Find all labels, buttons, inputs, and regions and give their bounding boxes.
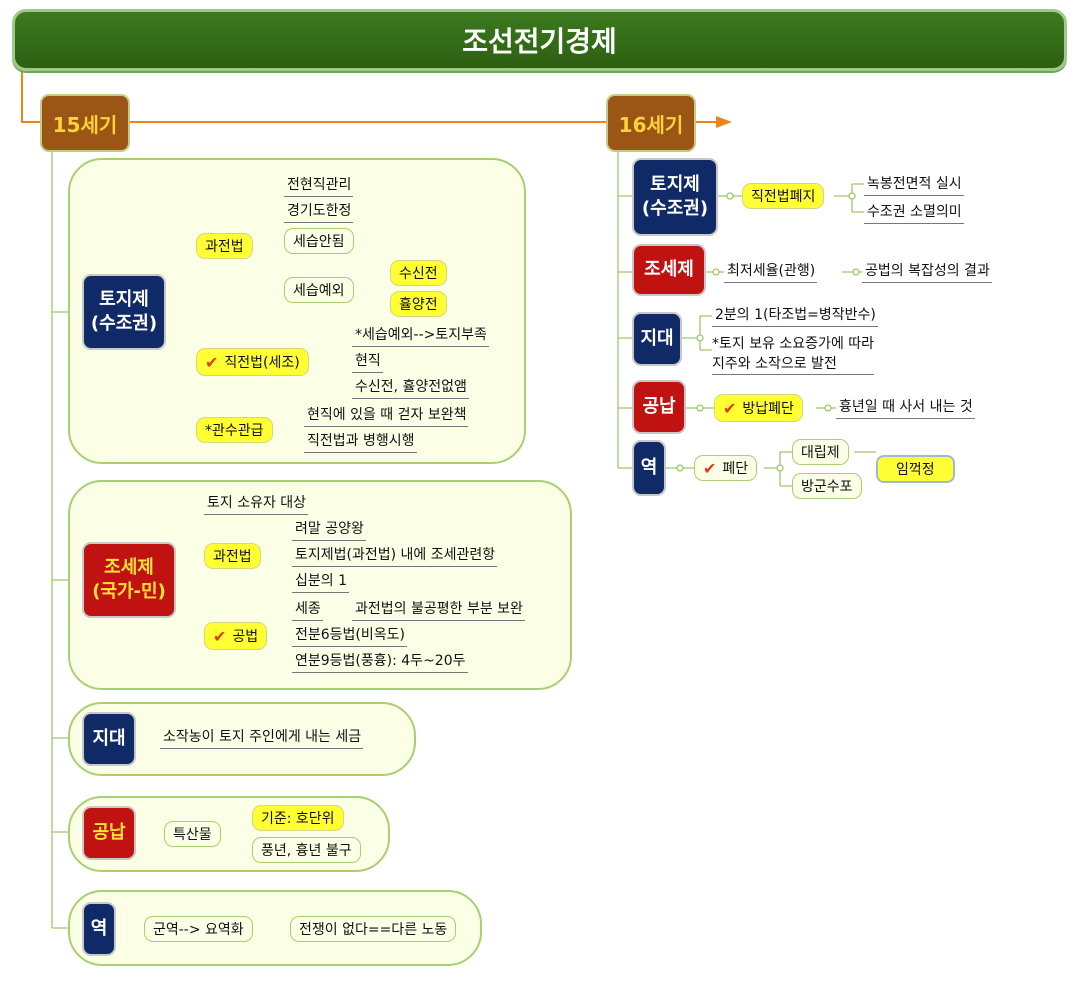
gwansugwangeup-tag: *관수관급 [196,417,273,443]
jikjeon-abolition-tag: 직전법폐지 [742,183,825,209]
household-basis-tag: 기준: 호단위 [252,805,344,831]
labor-node-16: 역 [632,440,666,496]
tribute-node-16: 공납 [632,380,686,434]
gwajeonbeop-tax-tag: 과전법 [204,543,261,569]
century-16-node: 16세기 [606,94,696,152]
bangnap-label: 방납폐단 [742,401,794,417]
rent-node-15: 지대 [82,712,136,766]
jikjeonbeop-tag: ✔ 직전법(세조) [196,348,309,376]
leaf-landowner-target: 토지 소유자 대상 [204,494,309,515]
rent-note-16: *토지 보유 소요증가에 따라 지주와 소작으로 발전 [712,334,875,375]
page-title: 조선전기경제 [12,9,1067,71]
abuse-label: 폐단 [722,461,749,477]
no-war-other-labor-item: 전쟁이 없다==다른 노동 [290,916,457,942]
leaf-sejong: 세종 [292,600,323,621]
land-system-node-16: 토지제 (수조권) [632,158,718,236]
gwajeonbeop-tag-15: 과전법 [196,233,253,259]
jikjeonbeop-label: 직전법(세조) [224,355,300,371]
leaf-full-salary: 녹봉전면적 실시 [864,175,964,196]
gongbeop-label: 공법 [232,629,259,645]
timeline-arrow-icon [716,116,732,128]
tribute-node-15: 공납 [82,806,136,860]
specialty-products-item: 특산물 [164,821,221,847]
leaf-officials: 전현직관리 [284,176,354,197]
leaf-parallel: 직전법과 병행시행 [304,432,417,453]
leaf-tenant-tax: 소작농이 토지 주인에게 내는 세금 [160,728,364,749]
leaf-unfair-supplement: 과전법의 불공평한 부분 보완 [352,600,525,621]
leaf-gongyang: 려말 공양왕 [292,520,366,541]
tax-system-node-15: 조세제 (국가-민) [82,542,176,618]
century-15-node: 15세기 [40,94,130,152]
rent-note-line-2: 지주와 소작으로 발전 [712,354,875,375]
leaf-complexity-result: 공법의 복잡성의 결과 [862,262,992,283]
leaf-tax-clause: 토지제법(과전법) 내에 조세관련항 [292,546,498,567]
leaf-one-tenth: 십분의 1 [292,572,349,593]
check-icon: ✔ [213,626,227,646]
leaf-inheritance-exception: 세습예외 [284,277,354,303]
tax-system-node-16: 조세제 [632,244,706,296]
leaf-right-extinction: 수조권 소멸의미 [864,203,964,224]
land-system-node-15: 토지제 (수조권) [82,274,166,350]
rent-note-line-1: *토지 보유 소요증가에 따라 [712,336,875,352]
leaf-land-shortage: *세습예외-->토지부족 [352,326,489,347]
leaf-abolished: 수신전, 휼양전없앰 [352,378,469,399]
military-to-labor-item: 군역--> 요역화 [144,916,253,942]
leaf-supplement: 현직에 있을 때 걷자 보완책 [304,406,469,427]
leaf-buy-in-bad-year: 흉년일 때 사서 내는 것 [836,398,975,419]
leaf-lowest-rate: 최저세율(관행) [724,262,818,283]
gongbeop-tag: ✔ 공법 [204,622,268,650]
leaf-gyeonggi-only: 경기도한정 [284,202,354,223]
bangnap-abuse-tag: ✔ 방납폐단 [714,394,803,422]
labor-node-15: 역 [82,902,116,956]
bangun-supo-item: 방군수포 [792,473,862,499]
regardless-harvest-item: 풍년, 흉년 불구 [252,837,361,863]
susinjeon-tag: 수신전 [390,260,447,286]
check-icon: ✔ [205,352,219,372]
leaf-current-office: 현직 [352,352,383,373]
leaf-half-share: 2분의 1(타조법=병작반수) [712,306,878,327]
check-icon: ✔ [723,398,737,418]
check-icon: ✔ [703,458,717,478]
leaf-jeonbun: 전분6등법(비옥도) [292,626,407,647]
rent-node-16: 지대 [632,312,682,366]
daerip-system-item: 대립제 [792,439,849,465]
leaf-yeonbun: 연분9등법(풍흉): 4두~20두 [292,652,468,673]
leaf-no-inheritance: 세습안됨 [284,228,354,254]
hyulyangjeon-tag: 휼양전 [390,291,447,317]
abuse-item-16: ✔ 폐단 [694,455,758,481]
im-kkeokjeong-tag: 임꺽정 [876,455,955,483]
